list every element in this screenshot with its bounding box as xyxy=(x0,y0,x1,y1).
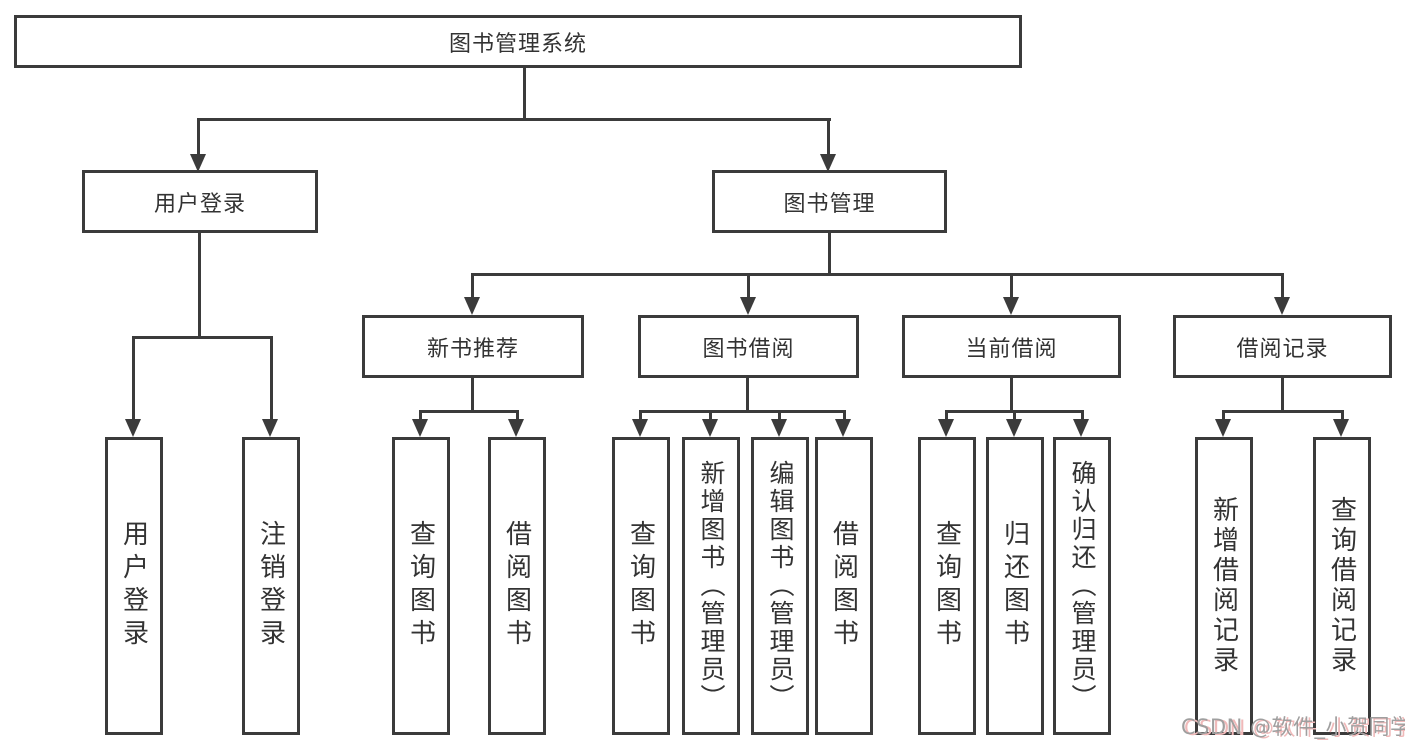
connector-root-left-shaft xyxy=(197,118,200,158)
connector-bb-query-shaft xyxy=(639,410,642,423)
connector-nb-query-shaft xyxy=(419,410,422,423)
arrowhead-user-login-group xyxy=(190,154,206,172)
arrowhead-cb-query-book xyxy=(938,419,954,437)
connector-bookborrow-shaft xyxy=(747,273,750,301)
arrowhead-logout xyxy=(262,419,278,437)
connector-br-stem xyxy=(1281,378,1284,413)
node-book-borrow: 图书借阅 xyxy=(638,315,859,378)
arrowhead-br-query-record xyxy=(1333,419,1349,437)
arrowhead-borrow-records xyxy=(1274,297,1290,315)
arrowhead-br-add-record xyxy=(1215,419,1231,437)
arrowhead-book-management xyxy=(820,154,836,172)
connector-nb-borrow-shaft xyxy=(516,410,519,423)
node-borrow-records: 借阅记录 xyxy=(1173,315,1392,378)
connector-root-hline xyxy=(197,118,831,121)
connector-nb-hline xyxy=(419,410,519,413)
arrowhead-login xyxy=(125,419,141,437)
connector-userlogin-stem xyxy=(198,233,201,339)
arrowhead-bb-borrow-book xyxy=(835,419,851,437)
connector-br-query-shaft xyxy=(1341,410,1344,423)
node-nb-borrow-book: 借阅图书 xyxy=(488,437,546,735)
node-new-book-rec: 新书推荐 xyxy=(362,315,584,378)
node-login: 用户登录 xyxy=(105,437,163,735)
node-bb-query-book: 查询图书 xyxy=(612,437,670,735)
connector-userlogin-hline xyxy=(132,336,273,339)
arrowhead-nb-query-book xyxy=(412,419,428,437)
node-nb-query-book: 查询图书 xyxy=(392,437,450,735)
connector-bb-hline xyxy=(639,410,846,413)
arrowhead-bb-query-book xyxy=(632,419,648,437)
connector-borrowrecords-shaft xyxy=(1281,273,1284,301)
connector-currentborrow-shaft xyxy=(1010,273,1013,301)
arrowhead-cb-confirm-return xyxy=(1073,419,1089,437)
node-logout: 注销登录 xyxy=(242,437,300,735)
connector-bookmgmt-stem xyxy=(828,233,831,276)
watermark: CSDN @软件_小贺同学 xyxy=(1181,715,1405,739)
connector-bb-edit-shaft xyxy=(778,410,781,423)
arrowhead-book-borrow xyxy=(740,297,756,315)
connector-nb-stem xyxy=(471,378,474,413)
arrowhead-new-book-rec xyxy=(464,297,480,315)
connector-logout-shaft xyxy=(270,336,273,423)
node-root: 图书管理系统 xyxy=(14,15,1022,68)
connector-newbookrec-shaft xyxy=(471,273,474,301)
node-current-borrow: 当前借阅 xyxy=(902,315,1121,378)
node-cb-query-book: 查询图书 xyxy=(918,437,976,735)
connector-bb-add-shaft xyxy=(709,410,712,423)
connector-br-add-shaft xyxy=(1222,410,1225,423)
connector-bb-borrow-shaft xyxy=(843,410,846,423)
node-bb-edit-book: 编辑图书（管理员） xyxy=(751,437,809,735)
node-bb-borrow-book: 借阅图书 xyxy=(815,437,873,735)
node-book-management: 图书管理 xyxy=(712,170,947,233)
arrowhead-cb-return-book xyxy=(1006,419,1022,437)
node-br-add-record: 新增借阅记录 xyxy=(1195,437,1253,735)
arrowhead-current-borrow xyxy=(1003,297,1019,315)
connector-root-right-shaft xyxy=(827,118,830,158)
connector-cb-stem xyxy=(1010,378,1013,413)
connector-cb-confirm-shaft xyxy=(1081,410,1084,423)
node-bb-add-book: 新增图书（管理员） xyxy=(682,437,740,735)
connector-cb-query-shaft xyxy=(945,410,948,423)
connector-login-shaft xyxy=(132,336,135,423)
connector-br-hline xyxy=(1222,410,1344,413)
node-cb-confirm-return: 确认归还（管理员） xyxy=(1053,437,1111,735)
connector-root-stem xyxy=(523,68,526,120)
arrowhead-nb-borrow-book xyxy=(508,419,524,437)
node-cb-return-book: 归还图书 xyxy=(986,437,1044,735)
connector-cb-return-shaft xyxy=(1013,410,1016,423)
connector-bookmgmt-hline xyxy=(471,273,1284,276)
node-user-login-group: 用户登录 xyxy=(82,170,318,233)
arrowhead-bb-add-book xyxy=(702,419,718,437)
connector-bb-stem xyxy=(746,378,749,413)
arrowhead-bb-edit-book xyxy=(771,419,787,437)
node-br-query-record: 查询借阅记录 xyxy=(1313,437,1371,735)
